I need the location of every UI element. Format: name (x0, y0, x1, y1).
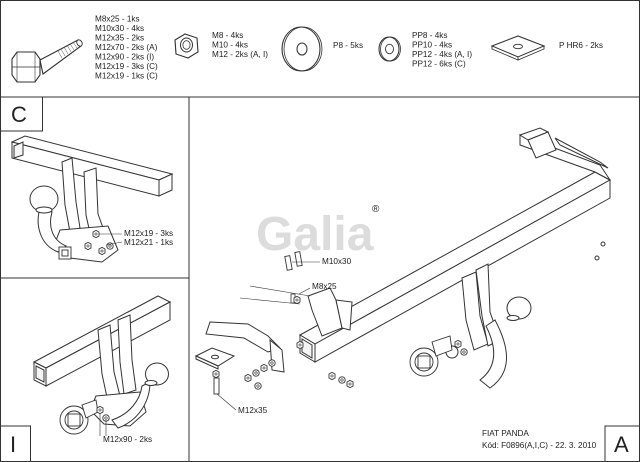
nut-part: M8 - 4ks M10 - 4ks M12 - 2ks (A, I) (174, 31, 268, 59)
square-plate-icon (490, 35, 546, 61)
panel-c-letter-box (0, 96, 43, 132)
panel-i: I M12x90 (0, 295, 172, 462)
nut-label-0: M8 - 4ks (212, 31, 243, 40)
bolt-part: M8x25 - 1ks M10x30 - 4ks M12x35 - 2ks M1… (11, 15, 158, 83)
panel-a-right-arm (518, 127, 611, 261)
panel-c-callout-0: M12x19 - 3ks (124, 229, 173, 238)
washer-large-part: P8 - 5ks (281, 26, 363, 72)
panel-c-socket (58, 246, 72, 260)
panel-c: C M12x19 (0, 96, 174, 263)
panel-a-left-bracket (194, 287, 353, 373)
washer-small-part: PP8 - 4ks PP10 - 4ks PP12 - 4ks (A, I) P… (378, 31, 472, 69)
washer-small-label-2: PP12 - 4ks (A, I) (412, 50, 472, 59)
panel-a-callout-bottom: M12x35 (238, 406, 268, 415)
panel-a-socket (409, 335, 468, 377)
panel-a: A Galia ® (194, 127, 640, 462)
panel-a-main-tube (298, 171, 612, 363)
nut-icon (174, 33, 199, 59)
bolt-label-3: M12x70 - 2ks (A) (95, 43, 158, 52)
panel-i-letter-box (0, 425, 31, 462)
panel-c-leader-lines (99, 233, 123, 246)
brand-logo: Galia ® (256, 204, 380, 261)
panel-c-crossbar (10, 135, 174, 197)
brand-logo-text: Galia (256, 208, 374, 261)
panel-a-hook-bracket (445, 263, 532, 389)
plate-label-0: P HR6 - 2ks (559, 41, 603, 50)
nut-label-1: M10 - 4ks (212, 41, 248, 50)
panel-a-callout-top: M10x30 (322, 257, 352, 266)
panel-i-socket (59, 399, 99, 435)
bolt-icon (11, 39, 83, 83)
plate-part: P HR6 - 2ks (490, 35, 603, 61)
panel-c-letter: C (11, 102, 27, 127)
bolt-label-1: M10x30 - 4ks (95, 24, 144, 33)
panel-a-leader-lines (216, 261, 320, 411)
panel-i-callout-0: M12x90 - 2ks (103, 435, 152, 444)
bolt-label-6: M12x19 - 1ks (C) (95, 72, 158, 81)
washer-small-label-1: PP10 - 4ks (412, 41, 452, 50)
panel-i-letter: I (10, 432, 16, 457)
bolt-label-0: M8x25 - 1ks (95, 15, 140, 24)
panel-a-callout-mid: M8x25 (312, 282, 337, 291)
footer-code: Kód: F0896(A,I,C) - 22. 3. 2010 (482, 441, 597, 450)
bolt-label-2: M12x35 - 2ks (95, 34, 144, 43)
panel-c-towball (29, 185, 67, 253)
panel-a-fasteners (212, 251, 354, 395)
nut-label-2: M12 - 2ks (A, I) (212, 50, 268, 59)
bolt-label-4: M12x90 - 2ks (I) (95, 53, 154, 62)
footer-model: FIAT PANDA (482, 429, 529, 438)
panel-a-letter: A (614, 432, 629, 457)
panel-i-towball (111, 362, 169, 429)
large-washer-icon (281, 26, 323, 72)
bolt-label-5: M12x19 - 3ks (C) (95, 62, 158, 71)
registered-mark: ® (372, 204, 380, 215)
small-washer-icon (378, 36, 401, 62)
washer-small-label-3: PP12 - 6ks (C) (412, 60, 466, 69)
panel-i-leader-lines (99, 413, 107, 436)
washer-small-label-0: PP8 - 4ks (412, 31, 448, 40)
washer-large-label-0: P8 - 5ks (333, 41, 363, 50)
panel-c-callout-1: M12x21 - 1ks (124, 238, 173, 247)
